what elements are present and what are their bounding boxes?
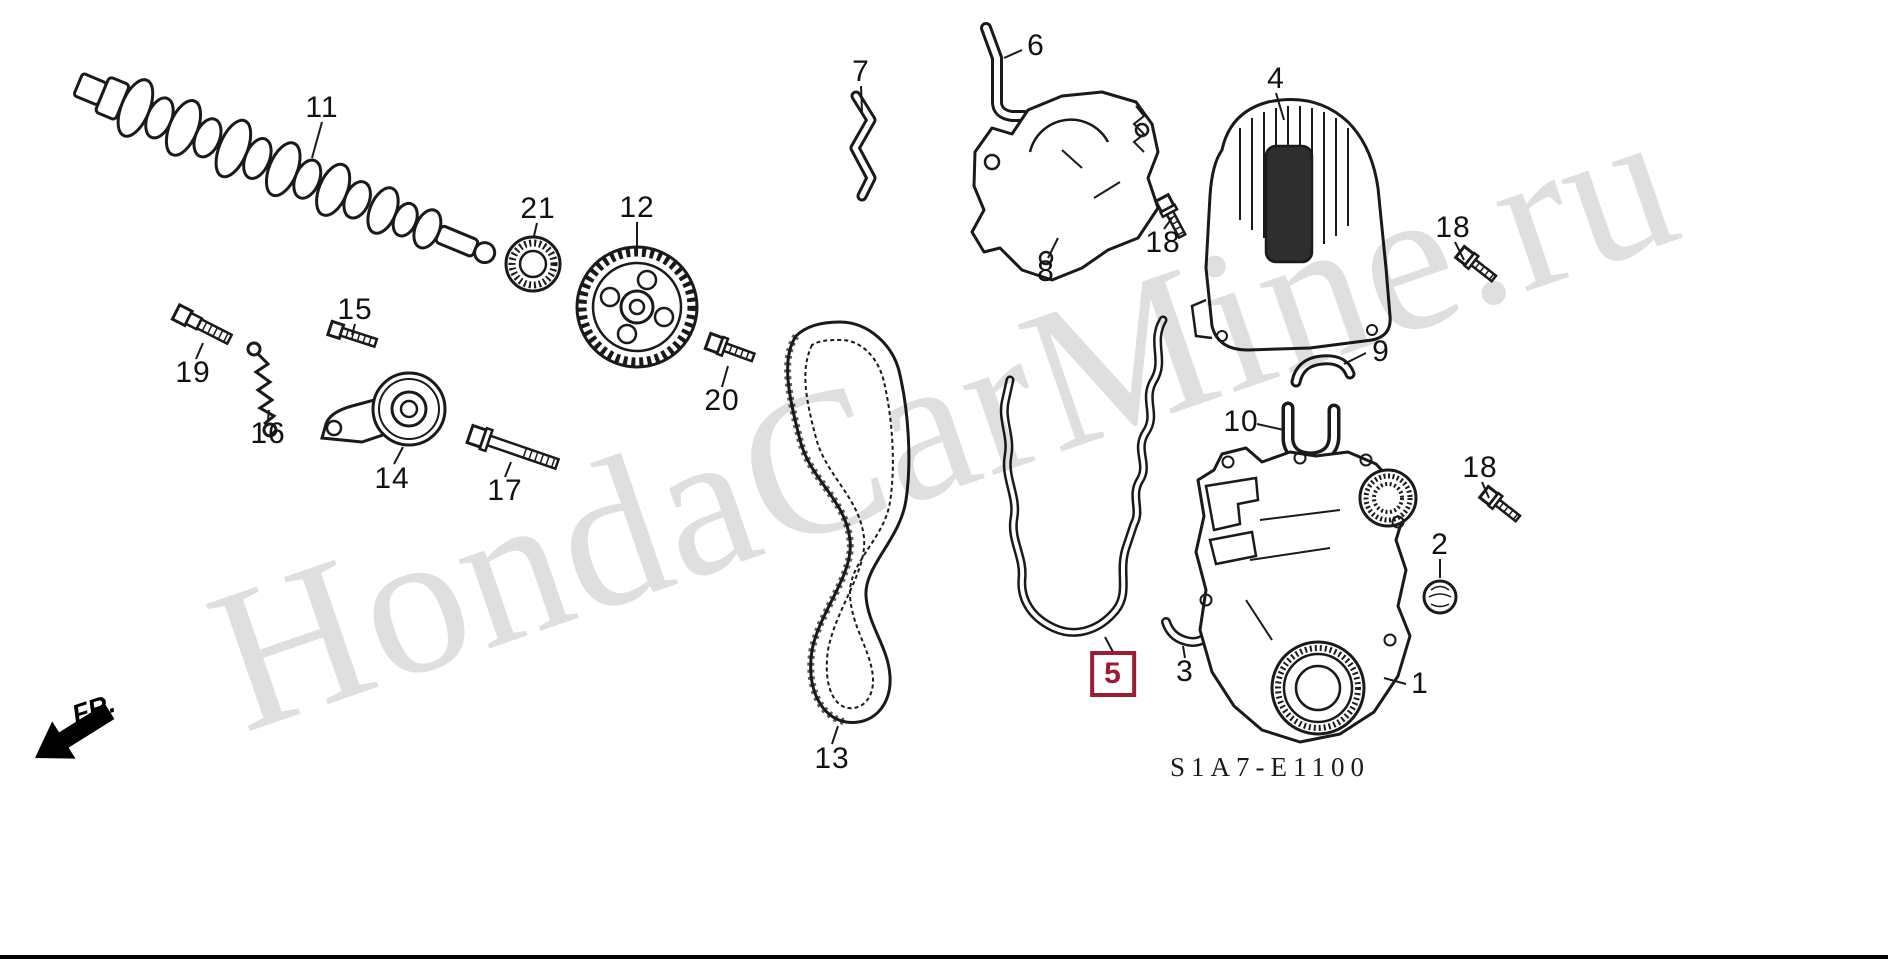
seal-b-drawing: [1281, 401, 1341, 465]
callout-4[interactable]: 4: [1267, 62, 1285, 95]
callout-10[interactable]: 10: [1223, 405, 1259, 438]
stud-bolt-drawing: [170, 302, 234, 346]
cam-pulley-drawing: [575, 245, 699, 369]
upper-cover-drawing: [1190, 98, 1392, 352]
back-cover-drawing: [970, 90, 1160, 282]
fr-arrow-icon: [35, 703, 115, 759]
callout-11[interactable]: 11: [305, 91, 339, 124]
callout-21[interactable]: 21: [520, 192, 556, 225]
flange-bolt-drawing: [1477, 484, 1522, 523]
callout-13[interactable]: 13: [814, 742, 850, 775]
seal-a-drawing: [1290, 354, 1356, 388]
callout-19[interactable]: 19: [175, 356, 211, 389]
callout-17[interactable]: 17: [487, 474, 523, 507]
lower-cover-drawing: [1194, 446, 1418, 744]
callout-14[interactable]: 14: [374, 462, 410, 495]
flange-bolt-drawing: [1453, 244, 1498, 283]
pulley-bolt-drawing: [703, 331, 757, 363]
cap-drawing: [1422, 579, 1458, 615]
callout-16[interactable]: 16: [250, 417, 286, 450]
callout-2[interactable]: 2: [1431, 528, 1449, 561]
callout-15[interactable]: 15: [337, 293, 373, 326]
diagram-code: S1A7-E1100: [1170, 752, 1370, 782]
stud-drawing: [325, 319, 379, 349]
long-bolt-drawing: [465, 423, 561, 471]
camshaft-drawing: [72, 72, 497, 265]
timing-belt-drawing: [784, 320, 911, 726]
callout-3[interactable]: 3: [1176, 655, 1194, 688]
callout-8[interactable]: 8: [1037, 255, 1055, 288]
cover-gasket-drawing: [999, 315, 1168, 637]
leader-lines: [195, 49, 1490, 745]
bracket-drawing: [849, 90, 877, 202]
callout-5-highlighted[interactable]: 5: [1090, 651, 1136, 697]
oil-seal-drawing: [504, 235, 562, 293]
callout-12[interactable]: 12: [619, 191, 655, 224]
callout-18-a[interactable]: 18: [1145, 226, 1181, 259]
callout-18-b[interactable]: 18: [1435, 211, 1471, 244]
callout-9[interactable]: 9: [1372, 335, 1390, 368]
tensioner-pulley-drawing: [320, 371, 447, 447]
cover-stay-drawing: [980, 22, 1030, 122]
flange-bolt-drawing: [1153, 192, 1187, 240]
callout-6[interactable]: 6: [1027, 29, 1045, 62]
callout-7[interactable]: 7: [852, 55, 870, 88]
callout-20[interactable]: 20: [704, 384, 740, 417]
callout-18-c[interactable]: 18: [1462, 451, 1498, 484]
callout-1[interactable]: 1: [1411, 667, 1429, 700]
